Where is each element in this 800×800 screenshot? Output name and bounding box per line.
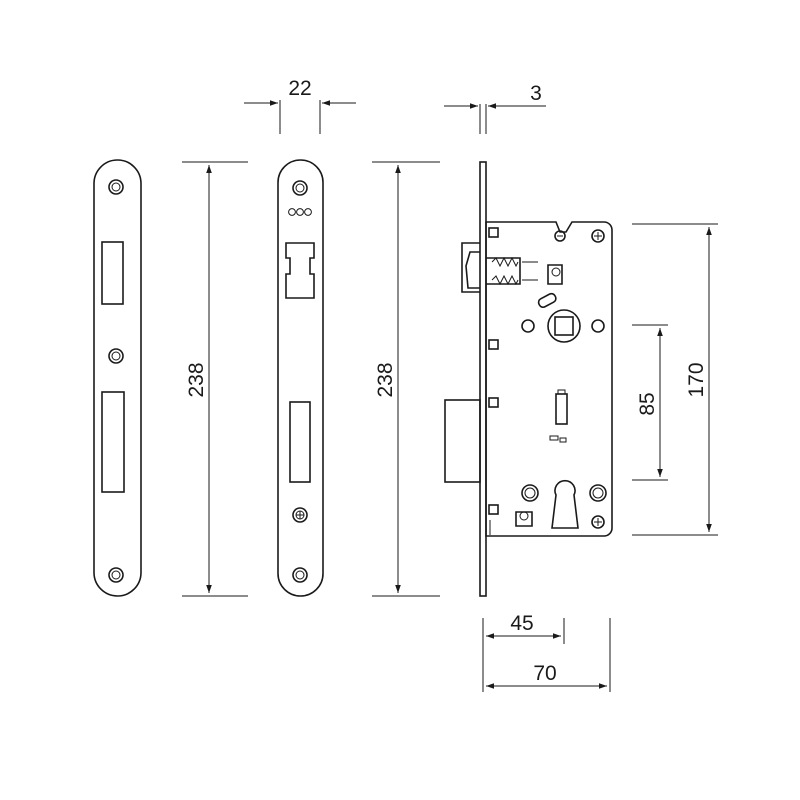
strike-screw-hole-middle bbox=[108, 348, 124, 364]
latch-trigger bbox=[547, 264, 563, 285]
faceplate-front bbox=[277, 159, 324, 597]
case-hole-cylinder-right bbox=[589, 484, 607, 502]
faceplate-screw-hole-top bbox=[292, 180, 308, 196]
strike-screw-hole-bottom bbox=[108, 567, 124, 583]
case-hole-left bbox=[521, 319, 535, 333]
dimension-backset: 45 bbox=[482, 612, 565, 692]
strike-plate-outline bbox=[93, 159, 142, 597]
faceplate-screw-hole-bottom bbox=[292, 567, 308, 583]
faceplate-screw-middle bbox=[292, 507, 308, 523]
faceplate-width-label: 22 bbox=[288, 77, 311, 100]
cam-pin bbox=[537, 292, 557, 309]
handle-follower bbox=[547, 309, 581, 343]
strike-screw-hole-top bbox=[108, 179, 124, 195]
mount-tab-bottom bbox=[488, 504, 499, 515]
dimension-body-depth: 70 bbox=[486, 618, 611, 692]
deadbolt bbox=[444, 399, 481, 483]
lock-case bbox=[485, 221, 613, 537]
dimension-center-distance: 85 bbox=[632, 324, 668, 481]
faceplate-edge bbox=[479, 161, 487, 597]
dimension-faceplate-thickness: 3 bbox=[444, 82, 546, 134]
strike-plate bbox=[93, 159, 142, 597]
latch-bolt bbox=[465, 251, 480, 289]
dimension-faceplate-height: 238 bbox=[372, 161, 440, 597]
lock-body-height-label: 170 bbox=[685, 362, 708, 397]
strike-latch-opening bbox=[101, 241, 124, 305]
dimension-lock-body-height: 170 bbox=[632, 223, 718, 536]
backset-label: 45 bbox=[510, 612, 533, 635]
latch-bolt-opening bbox=[285, 242, 315, 299]
latch-bolt-housing bbox=[461, 242, 480, 293]
strike-bolt-opening bbox=[101, 391, 125, 493]
lever-slot bbox=[555, 393, 568, 425]
faceplate-height-label: 238 bbox=[374, 362, 397, 397]
lower-detent bbox=[515, 511, 533, 527]
dimension-faceplate-width: 22 bbox=[244, 77, 356, 134]
lock-body-side-view bbox=[444, 161, 613, 597]
mount-tab-middle bbox=[488, 397, 499, 408]
deadbolt-opening bbox=[289, 401, 311, 483]
case-screw-top-right bbox=[591, 229, 605, 243]
case-screw-bottom-right bbox=[591, 515, 605, 529]
dimension-strike-plate-height: 238 bbox=[182, 161, 248, 597]
case-hole-cylinder-left bbox=[521, 484, 539, 502]
case-hole-right bbox=[591, 319, 605, 333]
mount-tab-top bbox=[488, 227, 499, 238]
body-depth-label: 70 bbox=[533, 662, 556, 685]
case-screw-top-left bbox=[554, 230, 566, 242]
latch-spring bbox=[486, 256, 538, 286]
cylinder-cutout bbox=[551, 479, 579, 529]
faceplate-outline bbox=[277, 159, 324, 597]
center-distance-label: 85 bbox=[636, 392, 659, 415]
strike-plate-height-label: 238 bbox=[185, 362, 208, 397]
faceplate-thickness-label: 3 bbox=[530, 82, 542, 105]
mount-tab-upper bbox=[488, 339, 499, 350]
faceplate-marking bbox=[288, 208, 312, 216]
